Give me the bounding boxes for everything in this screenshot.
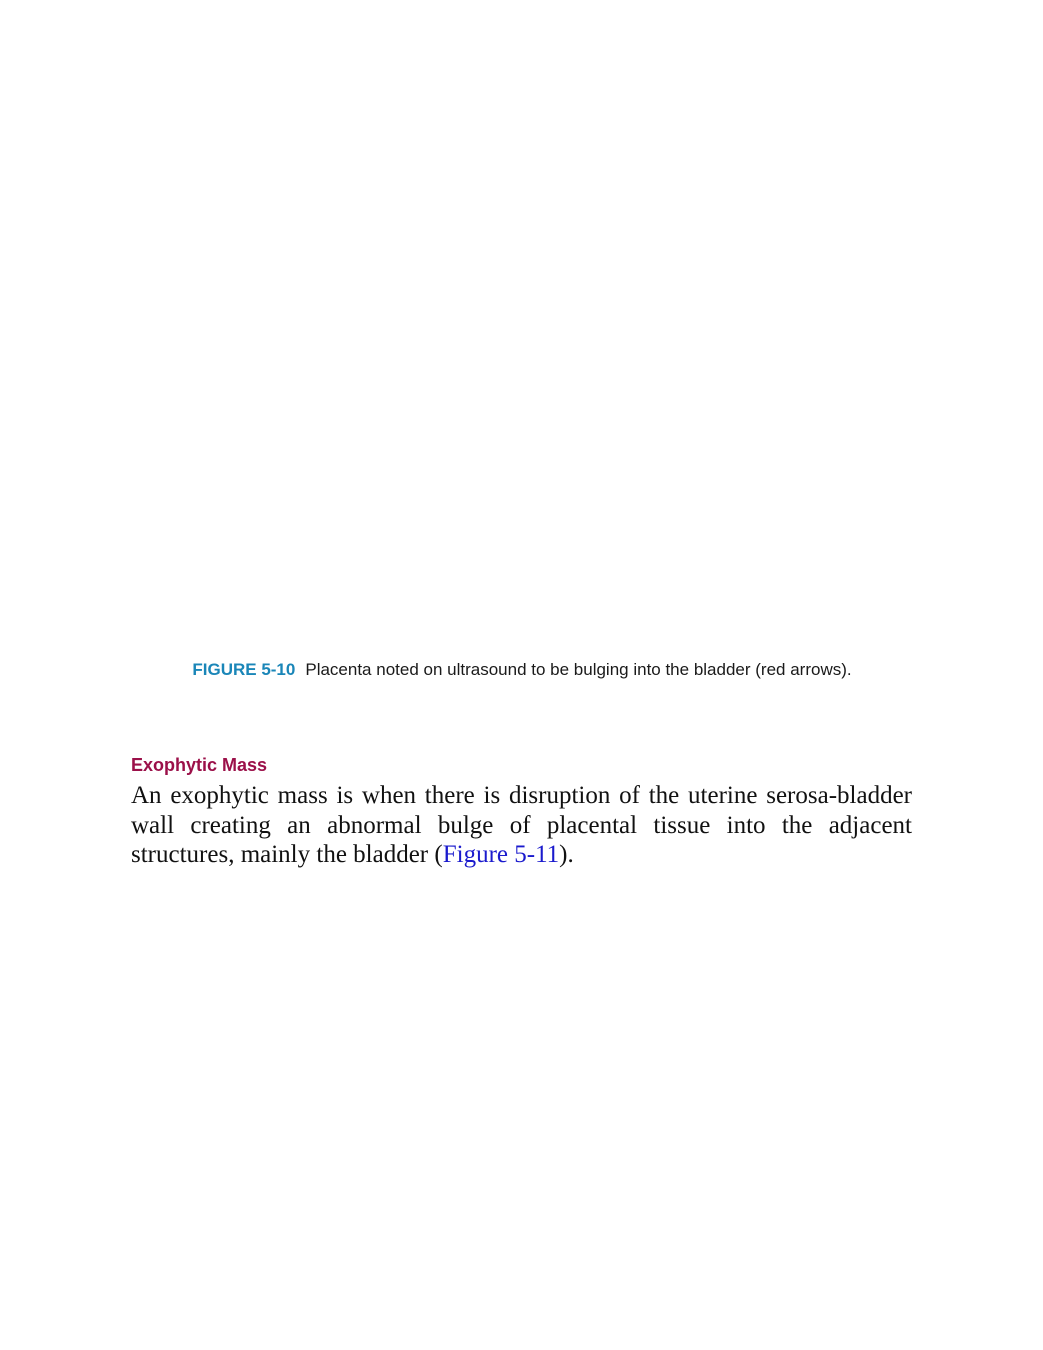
body-paragraph: An exophytic mass is when there is disru… — [131, 781, 912, 870]
paragraph-text: An exophytic mass is when there is disru… — [131, 782, 912, 868]
section-heading: Exophytic Mass — [131, 755, 268, 775]
figure-caption: FIGURE 5-10 Placenta noted on ultrasound … — [190, 656, 854, 684]
paragraph-text-end: ). — [559, 841, 574, 868]
figure-caption-text: Placenta noted on ultrasound to be bulgi… — [305, 660, 852, 679]
figure-reference-link[interactable]: Figure 5-11 — [442, 841, 560, 868]
figure-label: FIGURE 5-10 — [192, 660, 296, 679]
